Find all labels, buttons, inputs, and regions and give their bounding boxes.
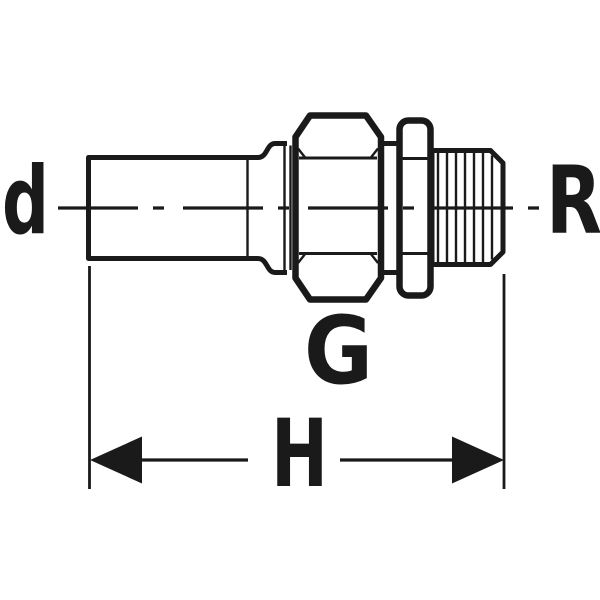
dimension-arrowhead-left [90,436,142,484]
body-collar-facet-lines [402,157,428,255]
label-union-thread-G: G [304,297,373,406]
label-pipe-diameter-d: d [2,147,49,256]
dimension-arrowhead-right [452,436,504,484]
union-nut-outline [292,112,385,303]
label-overall-length-H: H [271,400,328,509]
label-external-thread-R: R [546,147,600,256]
union-nut-facet-lines [299,156,377,255]
thread-outline [429,148,506,267]
union-nut-chamfer-ticks [297,147,379,264]
dimension-extension-lines [88,266,506,489]
